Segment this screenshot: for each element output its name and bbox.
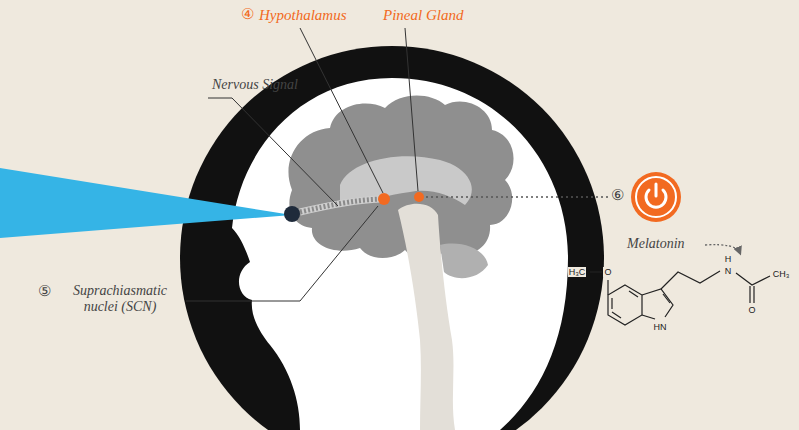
nerve-signal — [300, 199, 380, 212]
leader-line — [405, 28, 418, 191]
callout-number: ⑤ — [38, 283, 51, 300]
part-label: Hypothalamus — [259, 7, 347, 24]
head-silhouette — [232, 78, 568, 430]
pineal-dot — [414, 192, 424, 202]
power-icon-ring — [636, 177, 676, 217]
leader-line — [186, 206, 378, 301]
atom-label: HN — [653, 322, 668, 332]
dotted-leader — [426, 196, 608, 197]
leader-line — [300, 28, 383, 193]
hormone-label: Melatonin — [627, 236, 685, 252]
atom-label: N — [724, 266, 733, 276]
eye — [284, 206, 300, 222]
head-ring — [180, 46, 604, 430]
brain — [288, 96, 513, 259]
part-label: Pineal Gland — [383, 7, 463, 24]
callout-number: ⑥ — [611, 187, 624, 204]
hypothalamus-dot — [378, 193, 390, 205]
callout-number: ④ — [241, 6, 254, 23]
signal-label: Nervous Signal — [212, 77, 298, 93]
atom-label: CH₃ — [772, 269, 791, 279]
cerebellum — [440, 244, 488, 279]
light-beam — [0, 168, 292, 238]
part-label: Suprachiasmatic nuclei (SCN) — [58, 283, 182, 315]
optic-nerve — [300, 199, 380, 212]
leader-line — [208, 98, 338, 206]
melatonin-molecule — [590, 271, 770, 325]
atom-label: H — [724, 254, 733, 264]
atom-label: O — [747, 305, 756, 315]
melatonin-arrow — [705, 245, 740, 253]
atom-label: O — [603, 267, 612, 277]
atom-label: H₃C — [568, 267, 587, 277]
power-icon — [631, 172, 681, 222]
brainstem — [398, 204, 455, 430]
power-symbol — [655, 184, 658, 196]
